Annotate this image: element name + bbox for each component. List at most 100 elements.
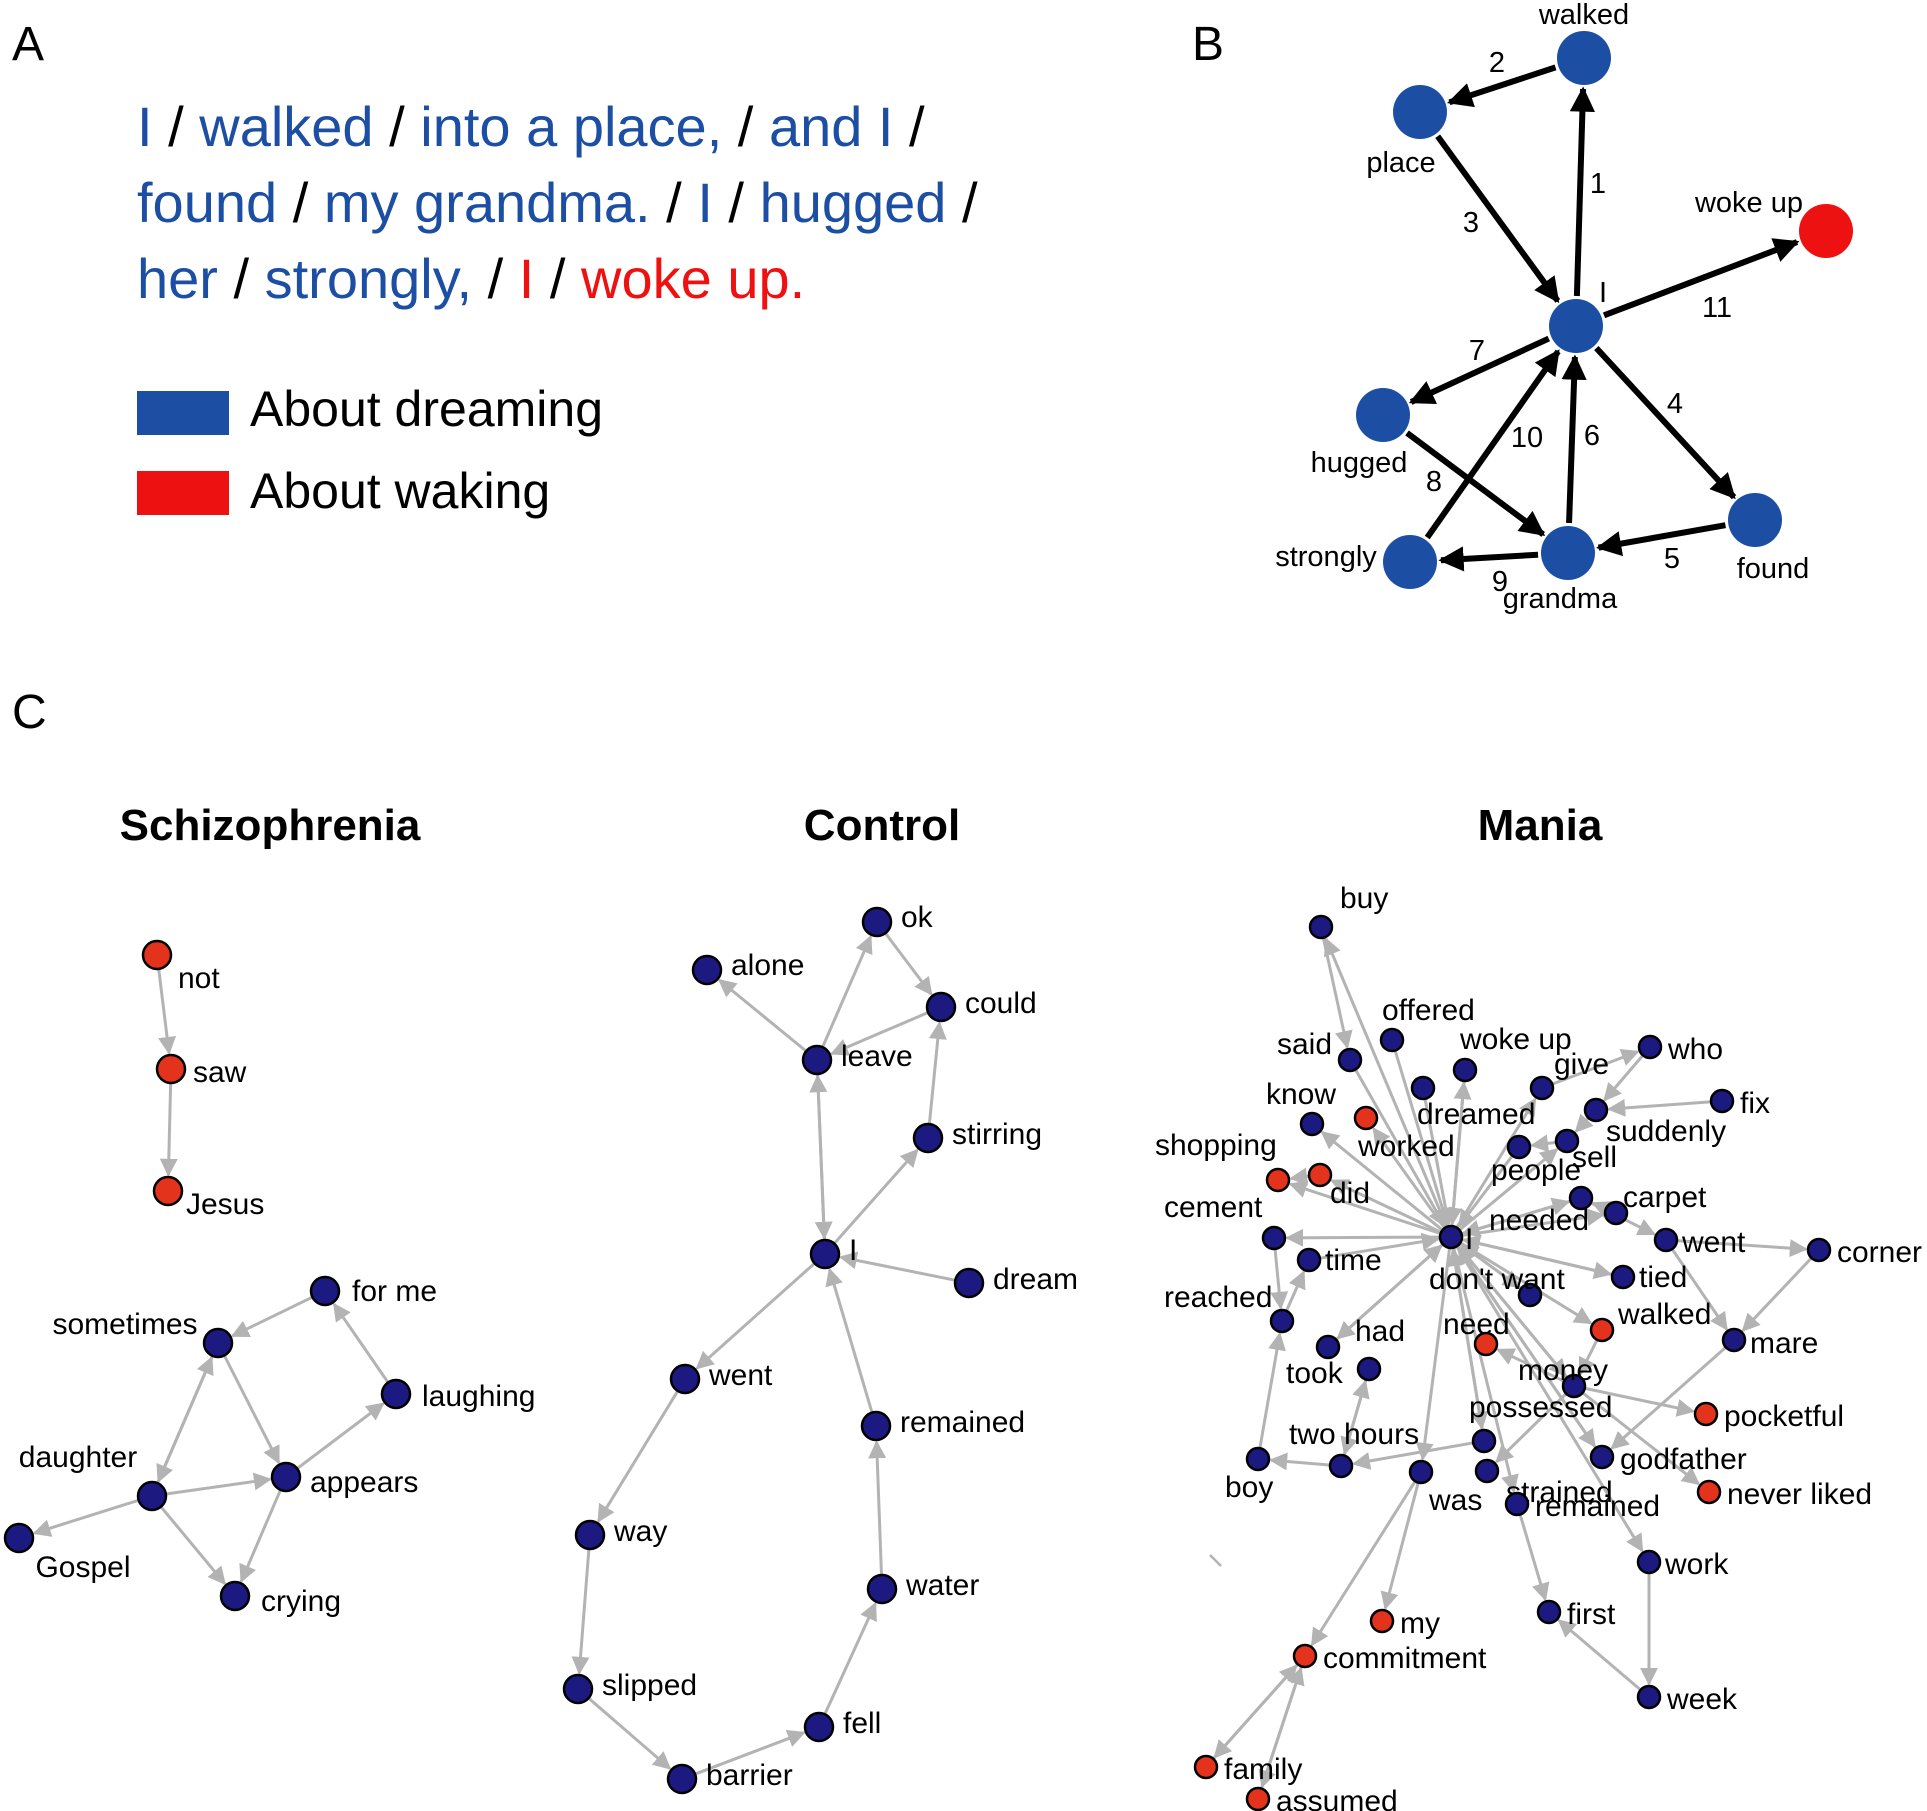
sentence-segment-walked: walked [198,95,373,158]
edge-walked-to-place [1447,64,1557,108]
mania-node-cement [1261,1225,1287,1251]
mania-edge-offered-to-i [1394,1051,1452,1227]
mania-node-did [1307,1162,1333,1188]
control-edge-water-to-remained [868,1440,887,1575]
mania-node-money [1561,1373,1587,1399]
mania-edge-i-to-had [1336,1243,1444,1340]
mania-node-label-tied: tied [1639,1261,1687,1294]
schizophrenia-edge-sometimes-to-appears [223,1355,281,1465]
mania-edge-give-to-who [1552,1048,1640,1086]
node-label-found: found [1737,553,1810,585]
mania-node-label-first: first [1567,1598,1616,1631]
schizophrenia-node-laughing [380,1378,412,1410]
mania-edge-people-to-i [1457,1155,1513,1229]
mania-node-had [1315,1334,1341,1360]
control-node-went [669,1363,701,1395]
mania-edge-was-to-commitment [1310,1481,1416,1647]
segment-separator: / [713,171,760,234]
panel-c-label: C [12,686,47,739]
mania-node-label-buy: buy [1340,882,1388,915]
control-node-alone [691,954,723,986]
mania-edge-dreamed-to-i [1423,1099,1455,1226]
mania-node-label-shopping: shopping [1155,1129,1277,1162]
mania-edge-went-to-mare [1671,1249,1728,1331]
mania-node-dreamed [1410,1075,1436,1101]
segment-separator: / [153,95,200,158]
panel-b-label: B [1192,18,1224,71]
mania-node-strained [1474,1458,1500,1484]
mania-edge-possessed-to-two-hours [1352,1441,1473,1470]
mania-node-never-liked [1696,1479,1722,1505]
control-node-label-fell: fell [843,1707,881,1740]
schizophrenia-edge-daughter-to-gospel [32,1499,139,1537]
segment-separator: / [218,247,265,310]
panel-c: C Schizophrenia Control Mania notsawJesu… [3,686,1922,1811]
mania-node-suddenly [1583,1097,1609,1123]
mania-node-label-sell: sell [1572,1141,1617,1174]
mania-node-label-went: went [1681,1226,1746,1259]
mania-edge-remained-to-first [1518,1515,1550,1602]
schizophrenia-edge-for-me-to-sometimes [230,1296,313,1338]
mania-node-went [1653,1227,1679,1253]
mania-edge-family-to-commitment [1212,1664,1298,1760]
control-node-label-went: went [708,1359,773,1392]
segment-separator: / [651,171,698,234]
edge-order-label-10: 10 [1511,422,1543,454]
mania-edge-i-to-buy [1323,937,1448,1227]
control-edge-barrier-to-fell [695,1730,806,1776]
sentence-line-2: found / my grandma. / I / hugged / [137,171,978,234]
edge-order-label-1: 1 [1590,168,1606,200]
edge-i-to-found [1594,346,1737,500]
mania-node-needed [1603,1200,1629,1226]
mania-title: Mania [1478,801,1603,850]
node-grandma [1541,526,1595,580]
mania-node-who [1637,1034,1663,1060]
control-node-could [925,991,957,1023]
control-edge-stirring-to-could [927,1021,947,1124]
control-edge-i-to-went [695,1262,815,1370]
control-edge-leave-to-i [814,1074,833,1240]
mania-node-label-money: money [1518,1354,1608,1387]
mania-node-week [1636,1684,1662,1710]
schizophrenia-edge-not-to-saw [157,969,177,1055]
mania-edge-sell-to-people [1530,1134,1556,1153]
control-edge-fell-to-water [823,1601,877,1714]
node-label-grandma: grandma [1503,583,1618,615]
mania-node-remained [1504,1491,1530,1517]
control-node-leave [801,1044,833,1076]
mania-edge-i-to-woke-up [1450,1081,1472,1226]
mania-node-tied [1610,1264,1636,1290]
segment-separator: / [946,171,978,234]
edge-order-label-5: 5 [1664,543,1680,575]
schizophrenia-node-label-saw: saw [193,1056,247,1089]
control-node-i [809,1238,841,1270]
mania-edge-i-to-tied [1462,1238,1613,1280]
sentence-segment-and-i: and I [769,95,894,158]
mania-node-carpet [1568,1185,1594,1211]
node-label-place: place [1366,147,1435,179]
mania-edge-godfather-to-i [1457,1246,1597,1448]
node-label-i: I [1599,277,1607,309]
mania-node-label-remained: remained [1535,1490,1660,1523]
edge-hugged-to-grandma [1405,430,1546,537]
mania-node-label-family: family [1224,1753,1302,1786]
mania-node-label-said: said [1277,1028,1332,1061]
mania-edge-buy-to-said [1322,938,1353,1050]
segment-separator: / [894,95,926,158]
mania-node-woke-up [1452,1057,1478,1083]
control-node-label-dream: dream [993,1263,1078,1296]
mania-node-offered [1379,1027,1405,1053]
schizophrenia-node-label-gospel: Gospel [35,1551,130,1584]
schizophrenia-node-label-sometimes: sometimes [52,1308,197,1341]
mania-edge-fix-to-suddenly [1607,1098,1711,1117]
edge-i-to-woke-up [1602,238,1800,319]
control-edge-slipped-to-barrier [588,1697,672,1770]
edge-found-to-grandma [1596,522,1726,557]
mania-node-label-don-t-want: don't want [1429,1263,1565,1296]
edge-grandma-to-i [1561,354,1587,524]
sentence-segment-i: I [137,95,153,158]
control-node-label-water: water [905,1569,979,1602]
node-place [1393,85,1447,139]
sentence-segment-woke-up: woke up. [580,247,805,310]
mania-node-label-godfather: godfather [1620,1443,1747,1476]
